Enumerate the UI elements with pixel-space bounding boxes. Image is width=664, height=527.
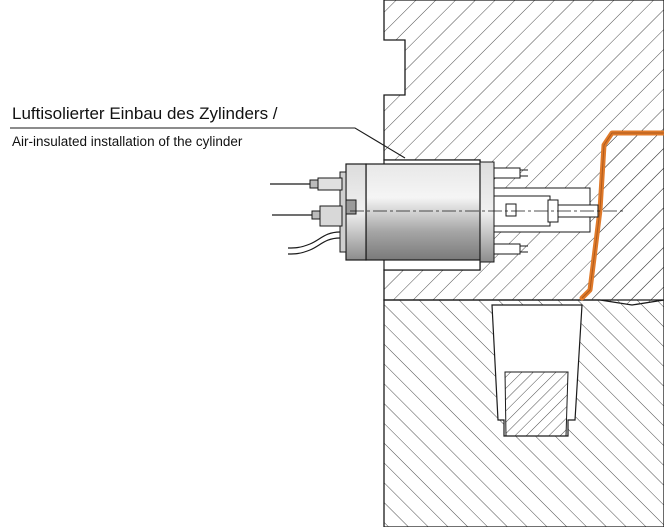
cylinder [270, 161, 624, 263]
annotation-title-german: Luftisolierter Einbau des Zylinders / [12, 104, 278, 123]
annotation-leader [10, 127, 406, 159]
annotation-title-english: Air-insulated installation of the cylind… [12, 134, 243, 149]
mold-insert-core [504, 371, 569, 437]
slider-region [590, 130, 664, 300]
